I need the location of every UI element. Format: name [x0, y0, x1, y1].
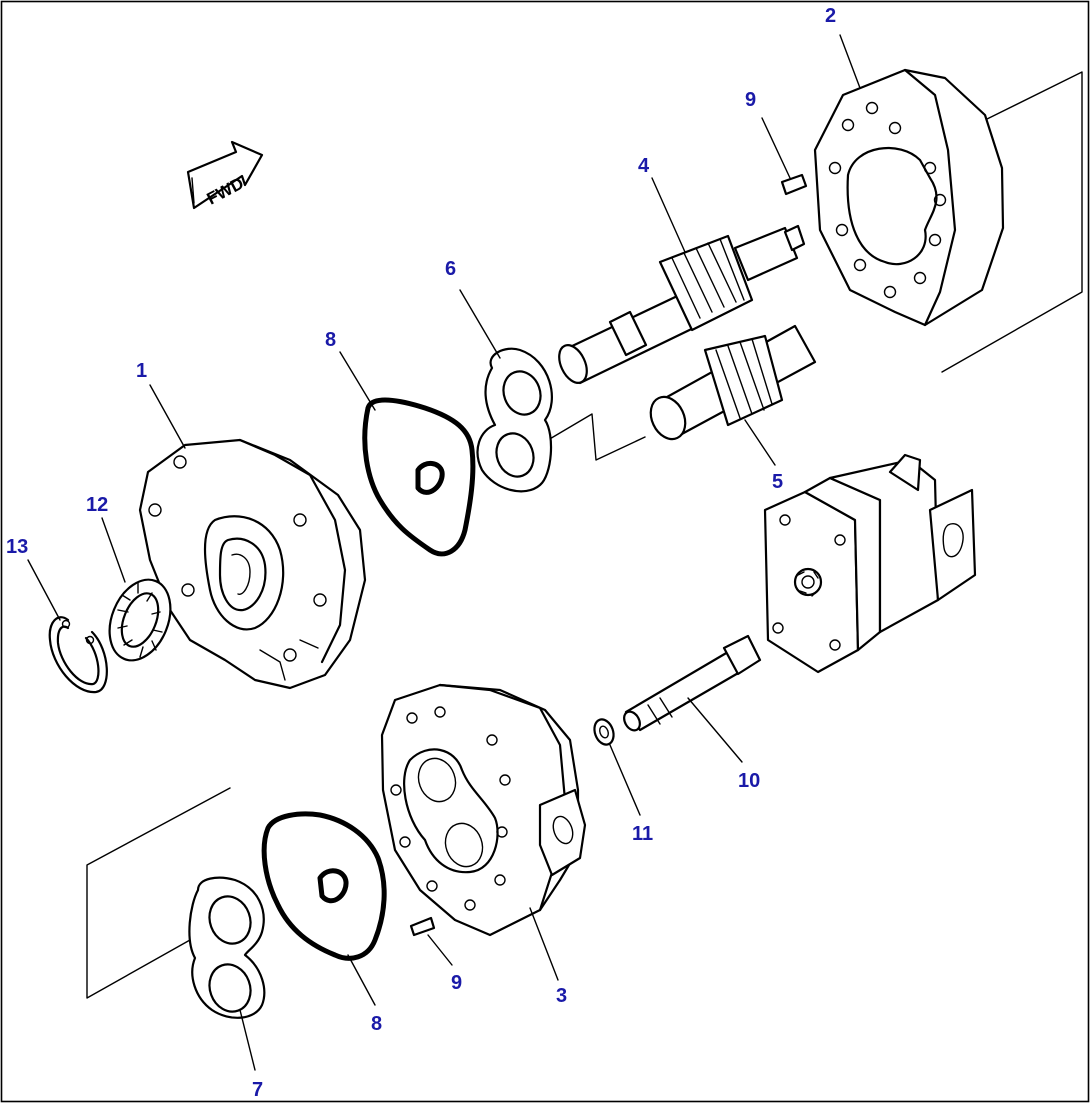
assembled-pump-unit: [763, 453, 977, 674]
gasket-part-8-lower: [261, 811, 387, 961]
callout-2: 2: [825, 5, 836, 27]
bolt-part-10: [623, 634, 762, 732]
fwd-arrow-icon: FWD: [186, 140, 264, 210]
oil-seal-part-12: [108, 578, 172, 662]
dowel-pin-part-9-upper: [780, 173, 808, 196]
front-housing-part-1: [138, 438, 367, 690]
callout-5: 5: [772, 471, 783, 493]
leader-lines: [27, 34, 861, 1071]
callout-8-lower: 8: [371, 1013, 382, 1035]
callout-13: 13: [6, 536, 28, 558]
driven-gear-part-5: [649, 324, 817, 441]
dowel-pin-part-9-lower: [409, 916, 436, 937]
callout-6: 6: [445, 258, 456, 280]
callout-8-upper: 8: [325, 329, 336, 351]
thrust-plate-part-6: [476, 347, 553, 493]
callout-9-lower: 9: [451, 972, 462, 994]
callout-1: 1: [136, 360, 147, 382]
callout-3: 3: [556, 985, 567, 1007]
callout-11: 11: [632, 823, 653, 845]
callout-9-upper: 9: [745, 89, 756, 111]
fwd-label: FWD: [204, 174, 247, 209]
rear-cover-part-3: [380, 683, 587, 937]
gasket-part-8-upper: [362, 397, 476, 557]
gear-case-part-2: [813, 68, 1005, 327]
alignment-guide-lines: [86, 71, 1083, 999]
callout-12: 12: [86, 494, 108, 516]
washer-part-11: [593, 718, 615, 746]
callout-7: 7: [252, 1079, 263, 1101]
drive-gear-shaft-part-4: [558, 224, 806, 385]
callout-labels: 2 9 4 6 8 1 12 13 5 10 11 9 3 8 7: [6, 5, 836, 1101]
callout-4: 4: [638, 155, 650, 177]
callout-10: 10: [738, 770, 760, 792]
thrust-plate-part-7: [188, 876, 266, 1019]
snap-ring-part-13: [48, 616, 108, 694]
